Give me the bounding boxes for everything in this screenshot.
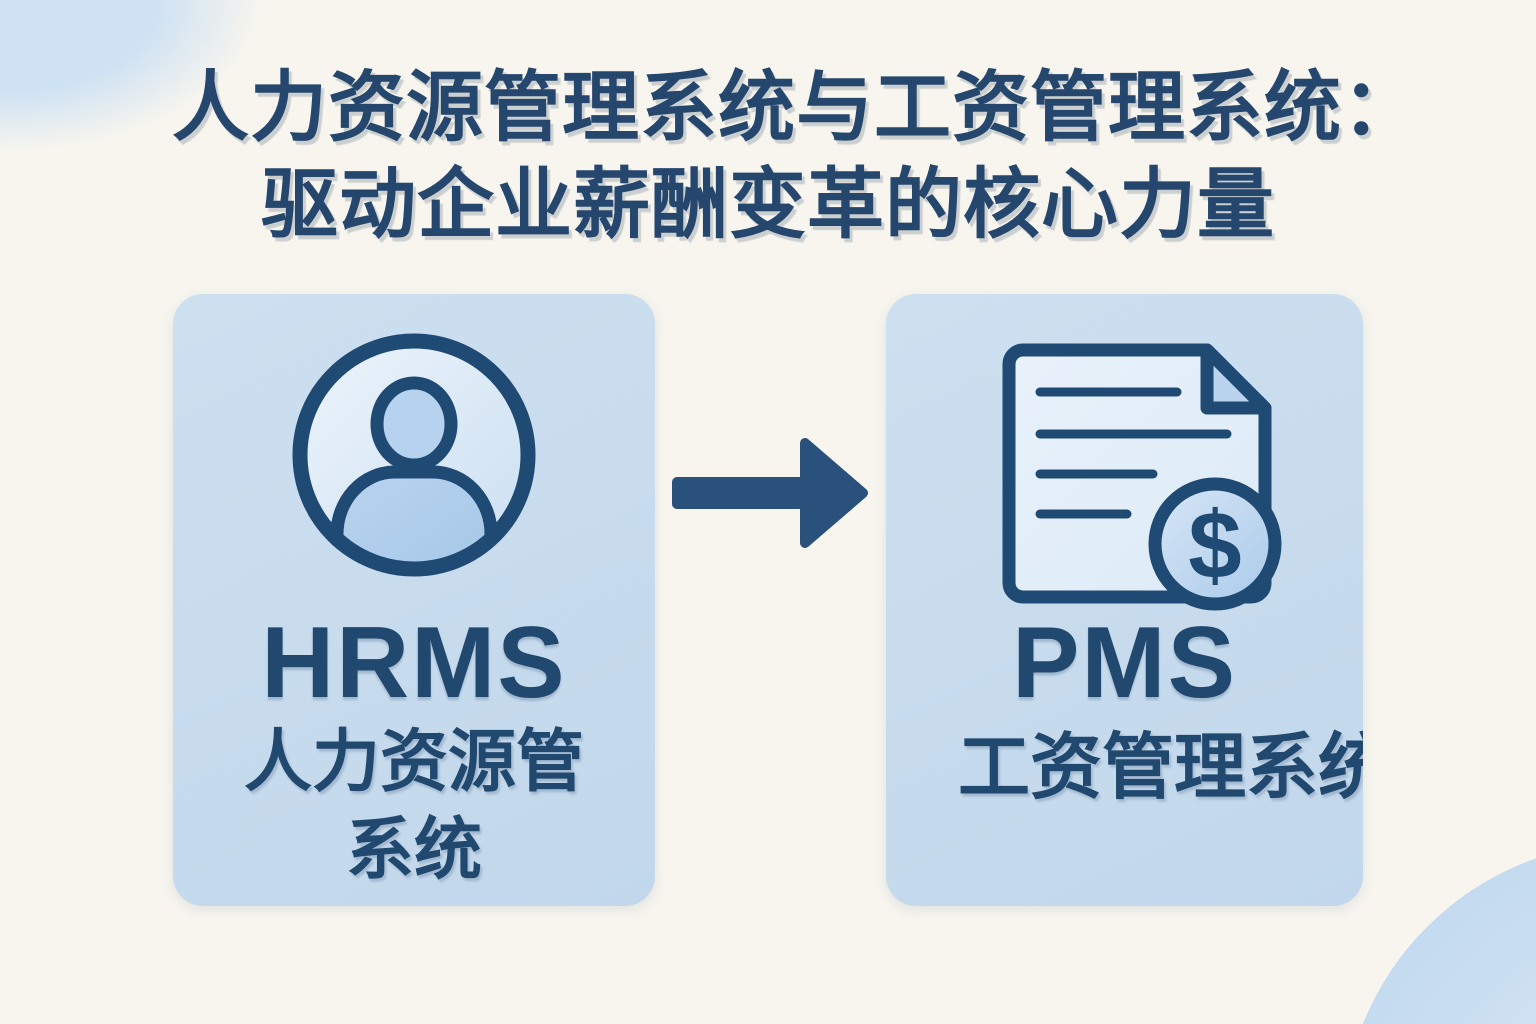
pms-name-cn-line1: 工资管理系统: [958, 728, 1363, 808]
document-text-lines: [1035, 387, 1232, 519]
page-title: 人力资源管理系统与工资管理系统： 驱动企业薪酬变革的核心力量: [0, 60, 1536, 254]
right-arrow-shape: [672, 438, 868, 548]
document-folded-corner: [1200, 343, 1272, 415]
payroll-document-icon: $: [1002, 343, 1282, 611]
hrms-name-cn-line1: 人力资源管: [243, 724, 584, 800]
pms-card: $ PMS 工资管理系统: [886, 294, 1363, 906]
dollar-badge-icon: [1148, 477, 1282, 611]
page-title-line1: 人力资源管理系统与工资管理系统：: [172, 65, 1420, 151]
hrms-name-cn: 人力资源管 系统: [173, 718, 655, 894]
avatar-head-shape: [370, 376, 458, 472]
right-arrow-icon: [672, 438, 868, 548]
pms-abbr-label: PMS: [1012, 607, 1237, 719]
hrms-abbr-label: HRMS: [261, 607, 567, 719]
page-title-line2: 驱动企业薪酬变革的核心力量: [261, 162, 1275, 248]
avatar-outer-ring: [292, 333, 536, 577]
user-avatar-icon: [292, 333, 536, 577]
decorative-blob-bottom-right: [1342, 842, 1536, 1024]
hrms-name-cn-line2: 系统: [345, 812, 482, 888]
hrms-card: HRMS 人力资源管 系统: [173, 294, 655, 906]
pms-name-cn: 工资管理系统: [886, 724, 1363, 812]
dollar-symbol: $: [1188, 492, 1241, 599]
